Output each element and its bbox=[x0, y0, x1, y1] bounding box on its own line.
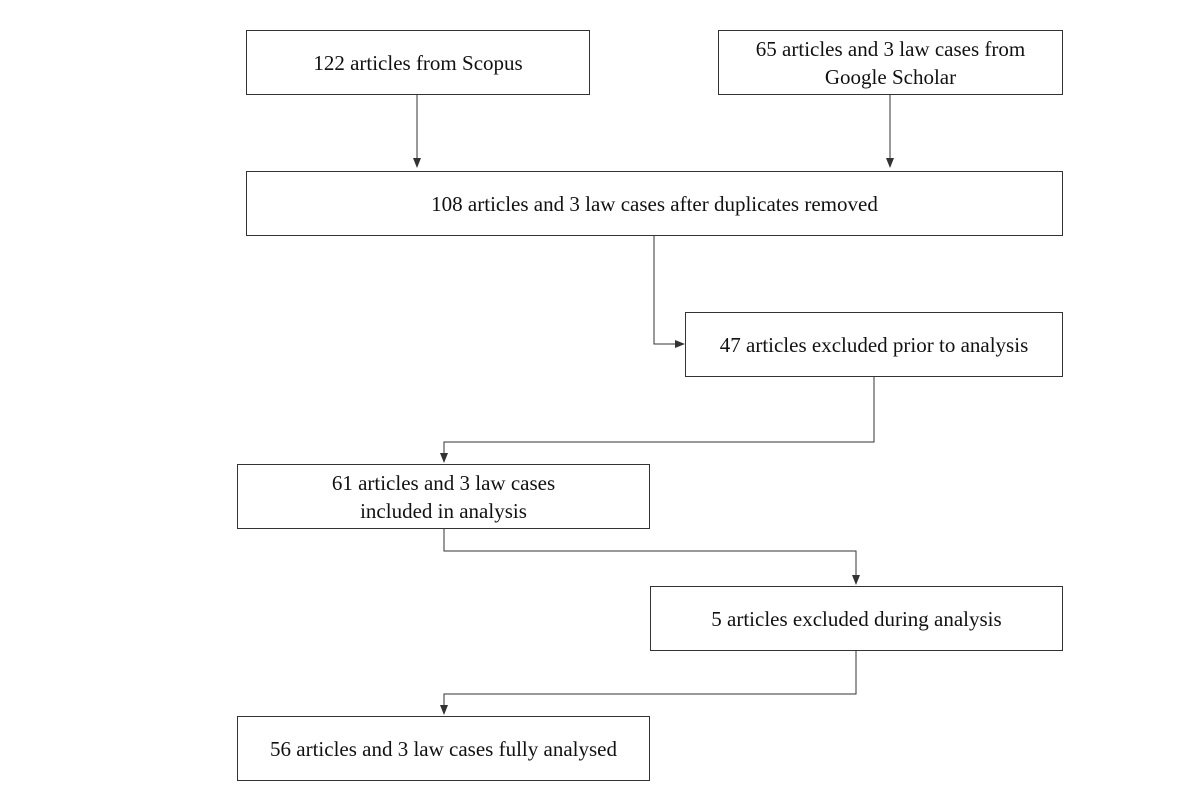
arrow-excluded-during-to-fully-analysed bbox=[440, 651, 857, 715]
google-scholar-label: 65 articles and 3 law cases from Google … bbox=[755, 36, 1026, 89]
excluded-during-label: 5 articles excluded during analysis bbox=[711, 606, 1002, 631]
fully-analysed-box: 56 articles and 3 law cases fully analys… bbox=[237, 716, 650, 781]
fully-analysed-label: 56 articles and 3 law cases fully analys… bbox=[270, 736, 617, 761]
excluded-prior-label: 47 articles excluded prior to analysis bbox=[719, 332, 1029, 357]
arrow-excluded-prior-to-included bbox=[440, 377, 875, 463]
scopus-box: 122 articles from Scopus bbox=[246, 30, 590, 95]
excluded-prior-box: 47 articles excluded prior to analysis bbox=[685, 312, 1063, 377]
included-in-analysis-box: 61 articles and 3 law cases included in … bbox=[237, 464, 650, 529]
google-scholar-box: 65 articles and 3 law cases from Google … bbox=[718, 30, 1063, 95]
arrow-dedup-to-excluded-prior bbox=[653, 236, 685, 348]
duplicates-removed-label: 108 articles and 3 law cases after dupli… bbox=[431, 191, 878, 216]
duplicates-removed-box: 108 articles and 3 law cases after dupli… bbox=[246, 171, 1063, 236]
scopus-label: 122 articles from Scopus bbox=[313, 50, 523, 75]
included-in-analysis-label: 61 articles and 3 law cases included in … bbox=[331, 470, 556, 523]
excluded-during-box: 5 articles excluded during analysis bbox=[650, 586, 1063, 651]
arrow-included-to-excluded-during bbox=[443, 529, 860, 585]
